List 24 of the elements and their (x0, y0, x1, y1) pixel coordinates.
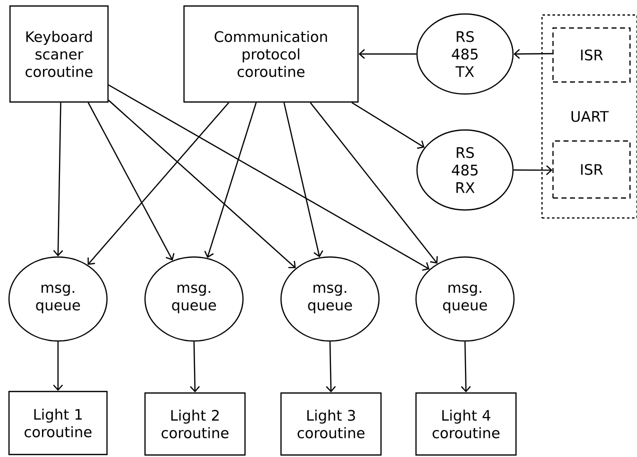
arrow (204, 102, 257, 258)
process-box: Keyboard scaner coroutine (9, 5, 109, 103)
arrow (352, 102, 424, 149)
process-box: Communication protocol coroutine (183, 5, 359, 103)
process-box: Light 3 coroutine (280, 392, 382, 456)
arrow (310, 102, 438, 264)
arrow (514, 165, 552, 176)
dashed-box: ISR (552, 140, 631, 199)
dashed-box: ISR (552, 27, 631, 83)
process-box: Light 4 coroutine (415, 392, 517, 456)
arrow (108, 100, 296, 268)
arrow (460, 342, 471, 392)
arrow (53, 102, 64, 256)
arrow (283, 102, 324, 258)
arrow (358, 49, 416, 59)
arrow (88, 102, 174, 261)
arrow (514, 49, 552, 59)
arrow (326, 342, 336, 392)
process-box: Light 1 coroutine (8, 390, 108, 456)
arrow (53, 342, 63, 391)
process-box: Light 2 coroutine (144, 392, 246, 456)
arrow (190, 342, 200, 392)
arrow (88, 102, 230, 265)
arrow (108, 84, 430, 271)
